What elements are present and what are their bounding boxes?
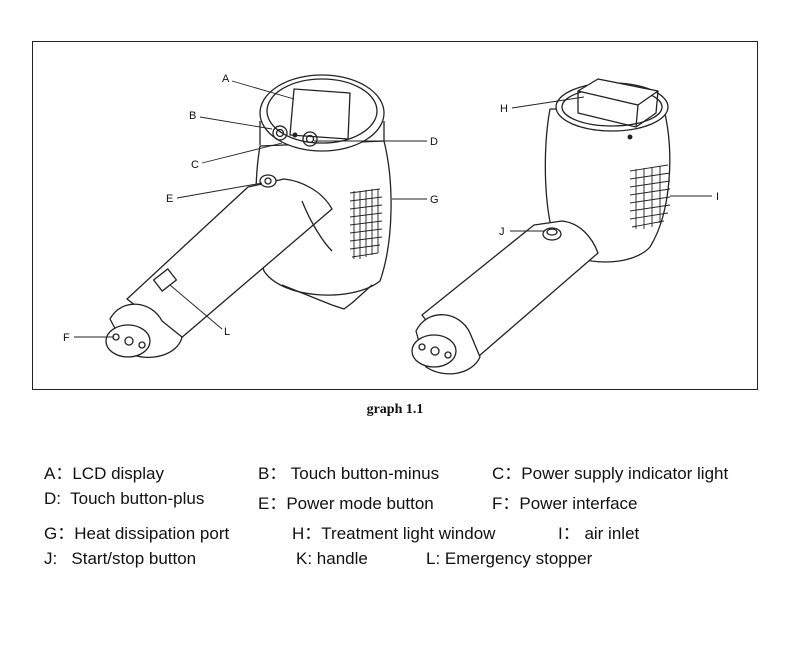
callout-a: A <box>222 73 230 85</box>
legend-item: H：Treatment light window <box>292 524 496 543</box>
figure-caption: graph 1.1 <box>366 402 424 417</box>
legend-item: A：LCD display <box>44 464 164 483</box>
legend-row: A：LCD display B： Touch button-minus C：Po… <box>44 459 728 483</box>
legend-row: J: Start/stop button K: handle L: Emerge… <box>44 549 592 571</box>
device-illustration: A B C D E F G H I J L <box>63 73 719 375</box>
legend-item: D: Touch button-plus <box>44 489 205 508</box>
legend-item: I： air inlet <box>558 524 640 543</box>
legend-item: B： Touch button-minus <box>258 464 440 483</box>
legend-item: J: Start/stop button <box>44 549 197 568</box>
legend-item: L: Emergency stopper <box>426 549 593 568</box>
heat-dissipation-grille <box>349 188 383 259</box>
callout-e: E <box>166 193 173 205</box>
legend-row: D: Touch button-plus E：Power mode button… <box>44 489 638 513</box>
legend-row: G：Heat dissipation port H：Treatment ligh… <box>44 519 639 543</box>
legend-item: K: handle <box>296 549 368 568</box>
left-device <box>105 74 392 358</box>
right-device <box>411 78 671 375</box>
figure-frame <box>32 41 758 390</box>
callout-h: H <box>500 103 508 115</box>
air-inlet-grille <box>629 164 671 229</box>
callout-j: J <box>499 226 505 238</box>
callout-g: G <box>430 194 439 206</box>
legend-item: E：Power mode button <box>258 494 434 513</box>
callout-b: B <box>189 110 196 122</box>
callout-labels: A B C D E F G H I J L <box>63 73 719 344</box>
legend-item: G：Heat dissipation port <box>44 524 230 543</box>
callout-c: C <box>191 159 199 171</box>
callout-l: L <box>224 326 230 338</box>
callout-i: I <box>716 191 719 203</box>
legend-item: C：Power supply indicator light <box>492 464 729 483</box>
leader-lines <box>74 80 712 338</box>
callout-f: F <box>63 332 70 344</box>
legend-item: F：Power interface <box>492 494 638 513</box>
callout-d: D <box>430 136 438 148</box>
